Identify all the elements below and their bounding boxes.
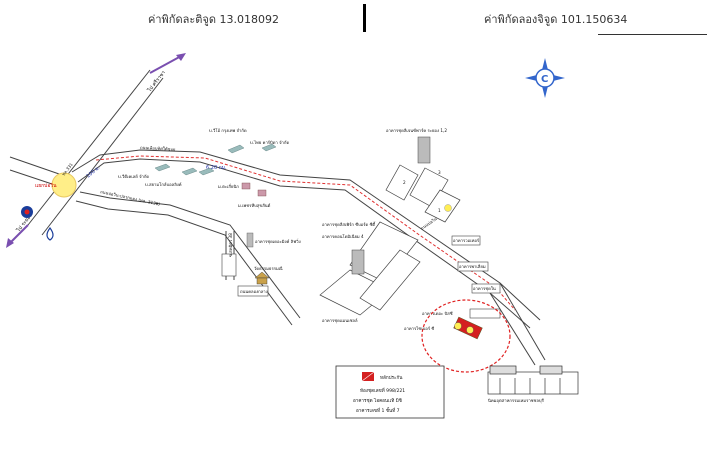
target-marker-2-icon — [454, 322, 462, 330]
building-number-2: 2 — [403, 180, 406, 185]
place-5-label: ม.ตะเกี่ยนิก — [218, 183, 239, 189]
roadside-strips — [451, 235, 501, 319]
building-c3-label: อาคารชุดใน — [473, 285, 496, 292]
location-map: แยกบ่อวิน ถนนคลองกลาง ไป ศรีราชา ไป ระยอ… — [6, 53, 579, 419]
building-top-label: อาคารชุดลีเจนซ์พาร์ค ระยอง 1,2 — [386, 128, 447, 134]
place-1-label: บ.วีโอ้ กรุงเทพ จำกัด — [209, 128, 247, 134]
highway-331 — [27, 69, 164, 236]
side-road-bottom-label: ถนนคลองกลาง — [240, 289, 268, 294]
building-mid-2-label: อาคารคอนโดมิเนียม 4 — [322, 234, 364, 239]
estate-building-icon — [487, 365, 579, 395]
factory-icon — [154, 143, 277, 176]
building-c1-label: อาคารวอเทอร์ — [453, 238, 480, 243]
arrow-north-icon — [149, 53, 186, 74]
legend-line-1: ห้องชุดเลขที่ 998/221 — [360, 387, 405, 394]
drop-icon — [46, 226, 54, 241]
legend-line-2: อาคารชุด ไอคอนเเทิ มิชิ — [353, 397, 402, 404]
house-icon — [241, 182, 267, 197]
gas-station-icon — [21, 206, 33, 218]
target-marker-icon — [466, 326, 474, 334]
road-north-label: ไป ศรีราชา — [145, 69, 167, 94]
latitude-label: ค่าพิกัดละติจูด 13.018092 — [148, 13, 279, 26]
place-6-label: ม.เพชรหีบสุขสันต์ — [238, 203, 271, 209]
building-c2-label: อาคารพาเลียม — [459, 264, 486, 269]
road-west — [9, 156, 63, 186]
soi-upper-label: ถนนเลียบทิศใต้ซอย — [140, 144, 176, 152]
junction-circle — [51, 172, 77, 198]
legend-line-3: อาคารเลขที่ 1 ชั้นที่ 7 — [356, 407, 400, 414]
route-dashed — [95, 155, 516, 311]
building-c4-label: อาคารเดอะ บิสซี — [422, 311, 453, 316]
building-bottom-label: อาคารชุดแมนเซลล์ — [322, 318, 358, 324]
junction-label: แยกบ่อวิน — [35, 182, 57, 189]
building-mid-1-label: อาคารชุดลีสเพิร์ก ซีบอร์ด ซีตี้ — [322, 221, 376, 228]
building-number-1: 1 — [438, 208, 441, 213]
temple-icon — [254, 271, 270, 285]
compass-icon: C — [525, 58, 565, 98]
soi-road-lower — [75, 191, 301, 326]
legend-title: หลักประกัน — [380, 374, 403, 381]
tower-icon — [417, 136, 431, 164]
compass-letter: C — [541, 74, 548, 85]
estate-label: นิคมอุตสาหกรรมเหมราชชลบุรี — [488, 398, 545, 404]
legend-box — [335, 365, 445, 419]
distance-620-label: 6.20 กม. — [206, 165, 227, 171]
place-2-label: บ.ไทย คาร์บิดา จำกัด — [250, 139, 289, 145]
place-3-label: บ.วีดีเคเลย์ จำกัด — [118, 174, 149, 179]
target-circle — [421, 299, 511, 373]
soi-side-label: ซ.สหมิตร 38 — [228, 233, 233, 257]
header-divider — [363, 4, 366, 32]
tower-icon-2 — [351, 249, 365, 275]
condo-icon — [246, 232, 254, 248]
longitude-label: ค่าพิกัดลองจิจูด 101.150634 — [484, 13, 628, 26]
side-road-label-box — [221, 253, 237, 277]
header-underline — [598, 34, 707, 35]
place-8-label: วัดธรรมธรรมณี — [254, 266, 283, 271]
place-4-label: บ.สยามโกล์บอลลิงค์ — [145, 182, 182, 187]
building-cluster — [319, 164, 461, 316]
header-bar: ค่าพิกัดละติจูด 13.018092 ค่าพิกัดลองจิจ… — [0, 0, 707, 35]
place-7-label: อาคารชุดเดอะมิงค์ ลิฟวิ่ง — [255, 238, 301, 245]
main-road-se — [489, 282, 546, 366]
marker-1-icon — [444, 204, 452, 212]
arrow-south-icon — [6, 224, 29, 248]
building-c5-label: อาคารไซเบอร์ ซี — [404, 325, 434, 331]
bottom-road-box — [237, 285, 269, 297]
building-number-3: 3 — [438, 170, 441, 175]
